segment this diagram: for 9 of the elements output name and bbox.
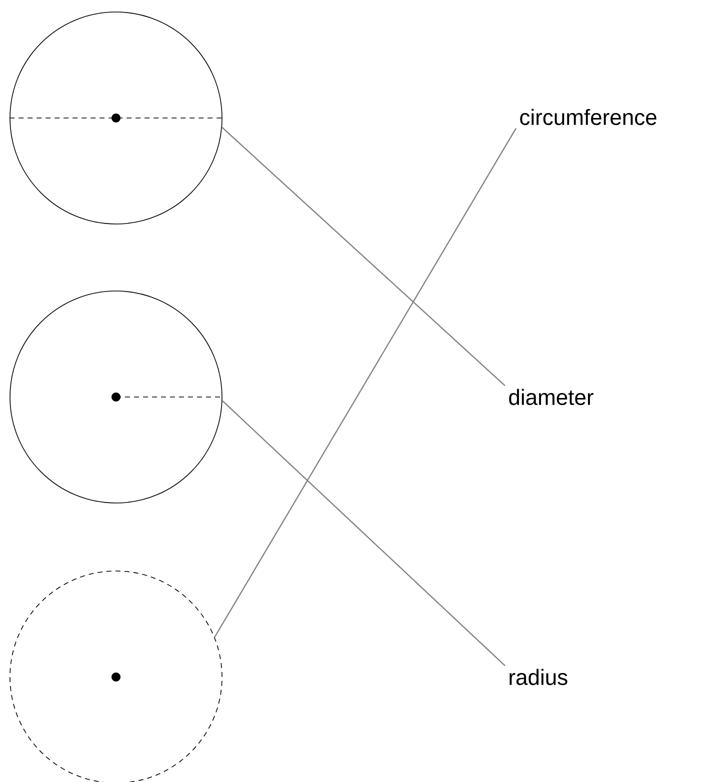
circle-drawing <box>10 570 222 782</box>
circle-drawing <box>10 290 223 504</box>
term-label: circumference <box>520 108 656 126</box>
leader-line <box>214 128 517 638</box>
leader-line <box>222 400 506 666</box>
circle-drawing <box>9 12 223 224</box>
leader-line <box>222 126 506 386</box>
term-label: radius <box>510 668 568 686</box>
term-label: diameter <box>509 388 594 406</box>
